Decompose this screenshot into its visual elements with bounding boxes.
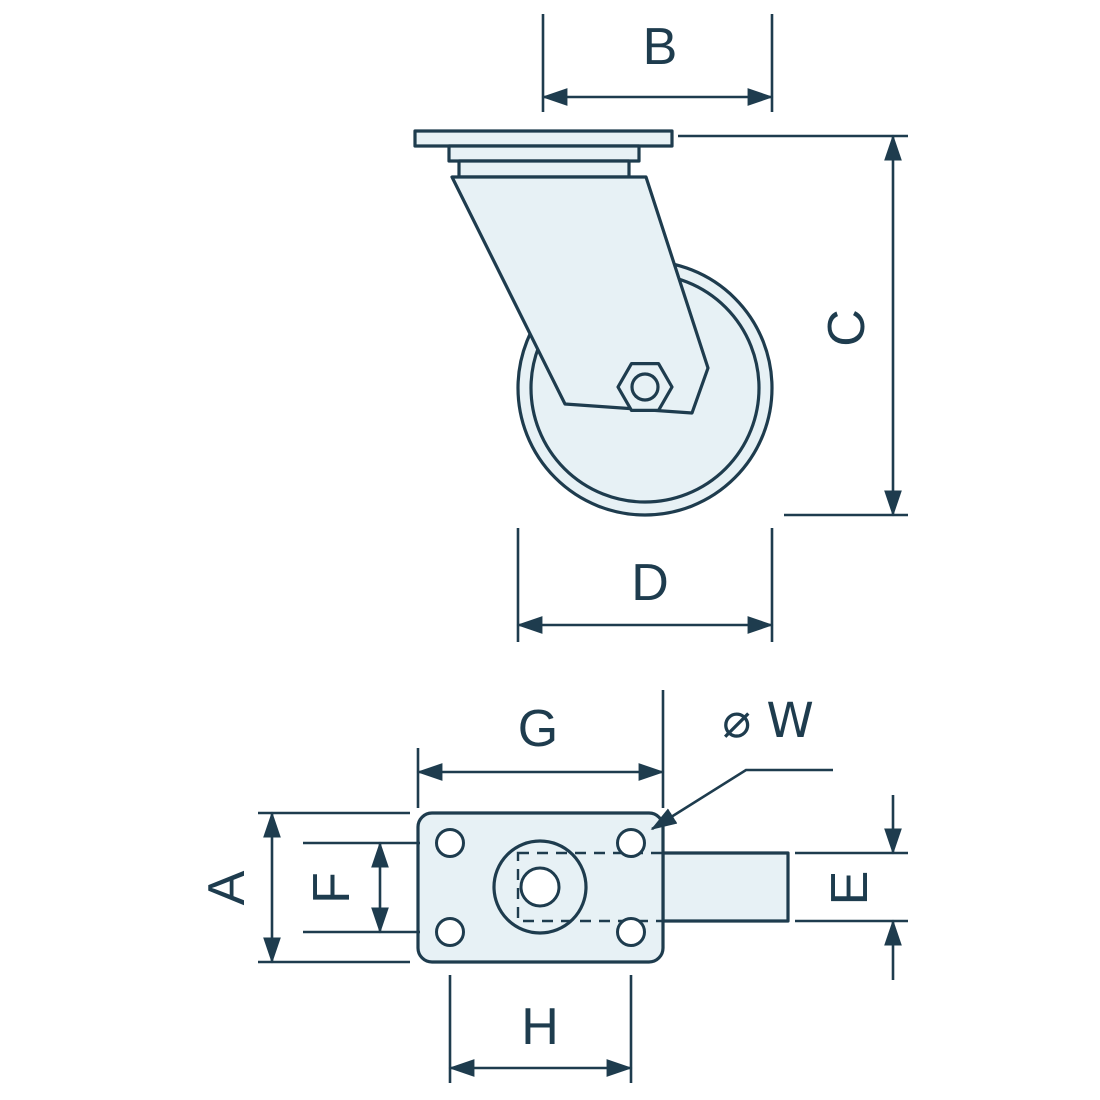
bolt-hole-bottom-right <box>616 917 646 947</box>
dim-g-label: G <box>518 700 558 758</box>
dim-b-label: B <box>643 18 678 76</box>
dim-e-label: E <box>821 871 879 906</box>
wheel-plan-visible <box>661 851 790 923</box>
dim-f-label: F <box>303 872 361 904</box>
dim-a-label: A <box>198 870 256 905</box>
dimension-b: B <box>541 14 774 112</box>
dim-c-label: C <box>818 309 876 347</box>
dimension-w: ⌀ W <box>650 693 833 831</box>
bolt-hole-top-right <box>616 828 646 858</box>
side-view: B C D <box>413 14 908 642</box>
dimension-c: C <box>678 134 908 517</box>
dimension-e: E <box>795 795 908 980</box>
dim-h-label: H <box>521 998 559 1056</box>
bolt-hole-top-left <box>435 828 465 858</box>
swivel-bearing-circle <box>492 839 588 935</box>
bolt-hole-bottom-left <box>435 917 465 947</box>
plan-view: G ⌀ W A F <box>198 690 908 1083</box>
dimension-d: D <box>516 528 774 642</box>
dim-w-leader <box>650 768 833 831</box>
axle-center <box>630 372 660 402</box>
fork <box>450 175 710 415</box>
dim-d-label: D <box>631 554 669 612</box>
dimension-g: G <box>416 690 665 808</box>
swivel-raceway-upper <box>447 144 641 163</box>
kingpin-hole <box>519 866 561 908</box>
dim-w-label: ⌀ W <box>722 693 814 749</box>
swivel-raceway-lower <box>457 159 631 179</box>
mounting-plate-side <box>413 129 674 148</box>
dimension-a: A <box>198 811 410 964</box>
dimension-h: H <box>448 975 633 1083</box>
wheel-plan-hidden <box>516 851 665 923</box>
axle-hex-nut <box>616 362 674 412</box>
dimension-f: F <box>303 841 420 934</box>
